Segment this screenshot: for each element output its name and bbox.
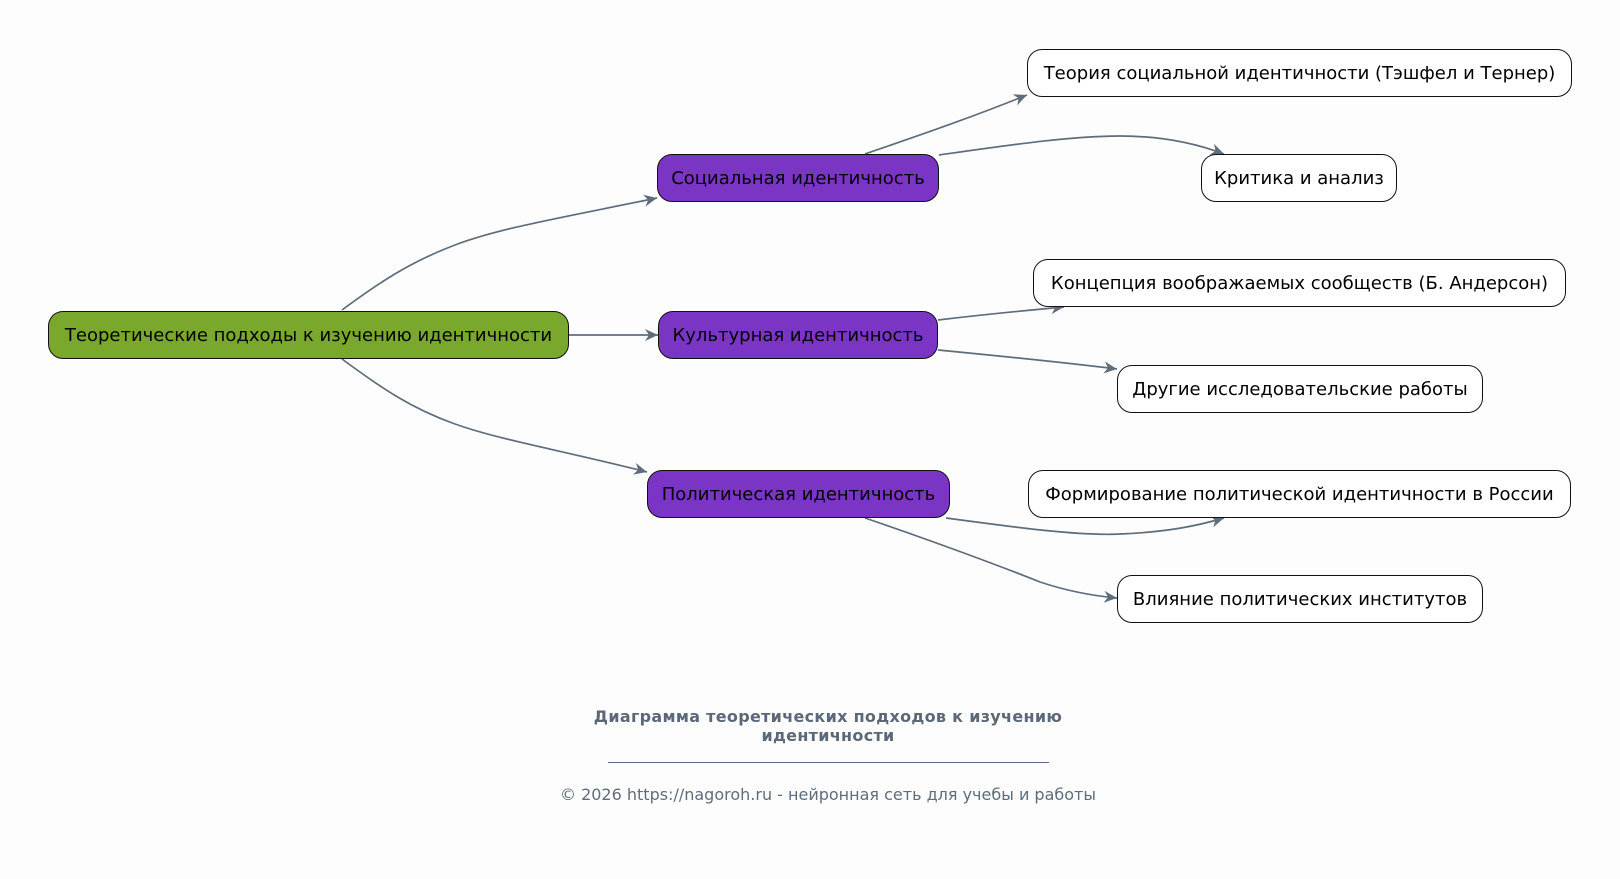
edge-cultural-other: [937, 349, 1118, 374]
branch-label: Социальная идентичность: [671, 167, 925, 189]
branch-label: Политическая идентичность: [661, 483, 936, 505]
edge-political-influence: [864, 517, 1118, 603]
edge-cultural-anderson: [937, 302, 1065, 321]
root-node[interactable]: Теоретические подходы к изучению идентич…: [48, 311, 569, 359]
branch-political-identity[interactable]: Политическая идентичность: [647, 470, 950, 518]
leaf-label: Концепция воображаемых сообществ (Б. Анд…: [1050, 272, 1549, 294]
title-line-2: идентичности: [761, 726, 895, 745]
leaf-institutions[interactable]: Влияние политических институтов: [1117, 575, 1483, 623]
edge-social-critique: [938, 135, 1225, 156]
leaf-label: Критика и анализ: [1214, 167, 1384, 189]
title-line-1: Диаграмма теоретических подходов к изуче…: [593, 707, 1063, 726]
branch-label: Культурная идентичность: [672, 324, 924, 346]
edge-social-tajfel: [864, 94, 1028, 155]
leaf-russia-formation[interactable]: Формирование политической идентичности в…: [1028, 470, 1571, 518]
edge-political-formation: [945, 515, 1225, 536]
root-node-label: Теоретические подходы к изучению идентич…: [64, 324, 553, 346]
leaf-anderson[interactable]: Концепция воображаемых сообществ (Б. Анд…: [1033, 259, 1566, 307]
leaf-label: Другие исследовательские работы: [1132, 378, 1468, 400]
leaf-critique[interactable]: Критика и анализ: [1201, 154, 1397, 202]
edge-root-political: [341, 358, 648, 475]
leaf-label: Теория социальной идентичности (Тэшфел и…: [1043, 62, 1556, 84]
leaf-other-works[interactable]: Другие исследовательские работы: [1117, 365, 1483, 413]
branch-social-identity[interactable]: Социальная идентичность: [657, 154, 939, 202]
leaf-label: Влияние политических институтов: [1132, 588, 1468, 610]
diagram-title: Диаграмма теоретических подходов к изуче…: [560, 707, 1096, 745]
leaf-tajfel-turner[interactable]: Теория социальной идентичности (Тэшфел и…: [1027, 49, 1572, 97]
footer-copyright: © 2026 https://nagoroh.ru - нейронная се…: [559, 785, 1096, 804]
branch-cultural-identity[interactable]: Культурная идентичность: [658, 311, 938, 359]
leaf-label: Формирование политической идентичности в…: [1045, 483, 1554, 505]
edge-root-social: [341, 194, 658, 311]
title-divider: [608, 762, 1049, 763]
